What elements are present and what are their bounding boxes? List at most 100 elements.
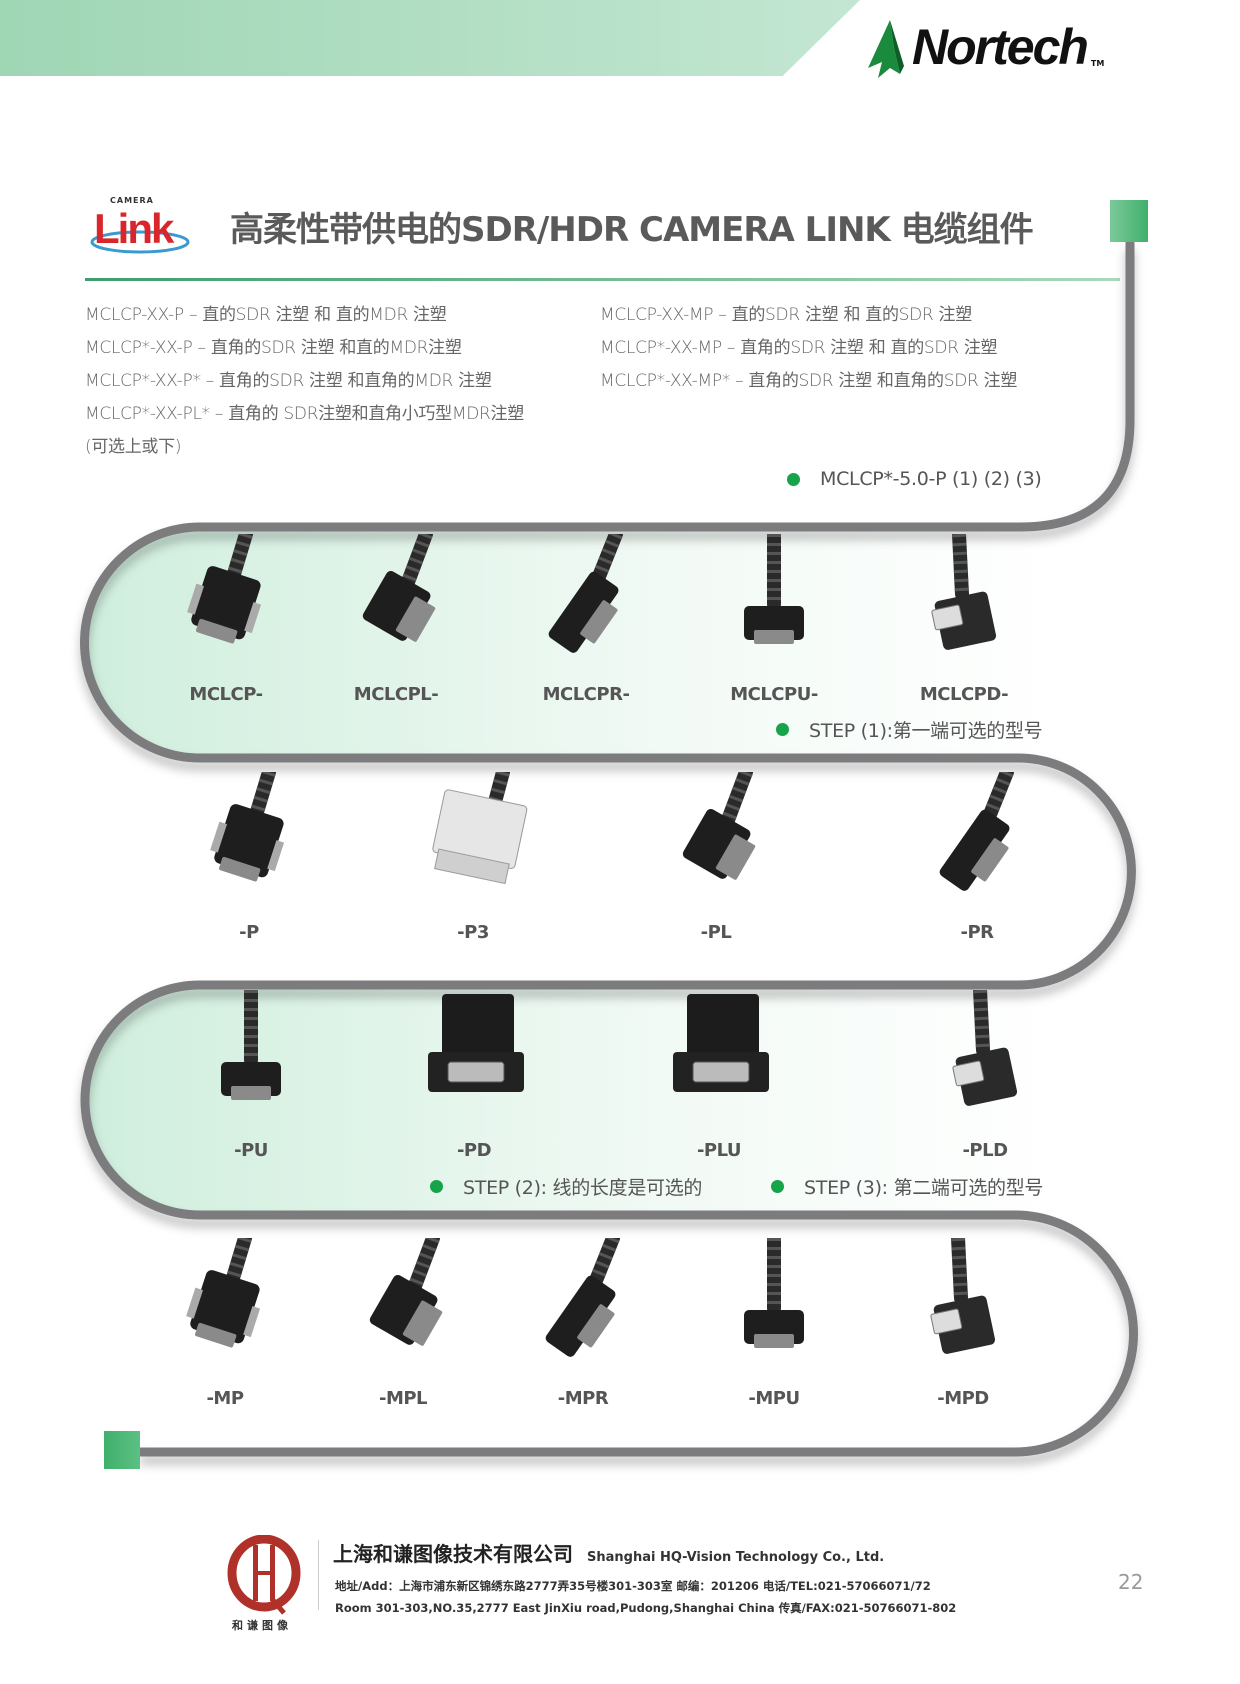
step2-text: STEP (2): 线的长度是可选的 xyxy=(463,1177,703,1199)
connector-icon xyxy=(952,983,1018,1106)
step2: STEP (2): 线的长度是可选的 xyxy=(430,1173,702,1200)
connector-icon xyxy=(930,1231,996,1354)
desc-left-2: MCLCP*-XX-P – 直角的SDR 注塑 和直的MDR注塑 xyxy=(85,338,462,358)
connector-image xyxy=(165,1231,285,1363)
connector-icon xyxy=(545,1231,620,1357)
connector-icon xyxy=(362,527,436,642)
connector-image xyxy=(925,983,1045,1115)
trademark: TM xyxy=(1090,59,1105,68)
desc-left-5: (可选上或下) xyxy=(85,437,182,457)
connector-label: MCLCPL- xyxy=(353,684,439,705)
example-text: MCLCP*-5.0-P (1) (2) (3) xyxy=(820,468,1042,490)
connector-image xyxy=(659,990,779,1115)
example-code: MCLCP*-5.0-P (1) (2) (3) xyxy=(787,468,1042,490)
connector-icon xyxy=(682,765,756,880)
connector-icon xyxy=(221,983,281,1100)
step1: STEP (1):第一端可选的型号 xyxy=(776,716,1043,743)
connector-label: -PLU xyxy=(696,1140,742,1161)
connector-image xyxy=(903,1231,1023,1363)
step1-text: STEP (1):第一端可选的型号 xyxy=(809,720,1043,742)
connector-icon xyxy=(432,765,528,885)
connector-label: -MPU xyxy=(748,1388,800,1409)
brand-name: Nortech xyxy=(912,19,1089,75)
header-band xyxy=(0,0,860,76)
desc-right-1: MCLCP-XX-MP – 直的SDR 注塑 和 直的SDR 注塑 xyxy=(600,305,972,325)
connector-image xyxy=(526,527,646,659)
camera-link-logo: CAMERA Link xyxy=(88,196,198,256)
connector-image xyxy=(904,527,1024,659)
step3-text: STEP (3): 第二端可选的型号 xyxy=(804,1177,1044,1199)
connector-icon xyxy=(428,994,524,1092)
title-rule xyxy=(85,278,1120,281)
page-title: 高柔性带供电的SDR/HDR CAMERA LINK 电缆组件 xyxy=(230,210,1034,250)
connector-image xyxy=(166,527,286,659)
desc-right-3: MCLCP*-XX-MP* – 直角的SDR 注塑 和直角的SDR 注塑 xyxy=(600,371,1018,391)
connector-label: MCLCP- xyxy=(189,684,263,705)
address-cn: 地址/Add：上海市浦东新区锦绣东路2777弄35号楼301-303室 邮编：2… xyxy=(335,1579,931,1593)
desc-left-3: MCLCP*-XX-P* – 直角的SDR 注塑 和直角的MDR 注塑 xyxy=(85,371,492,391)
connector-icon xyxy=(548,527,623,653)
hq-emblem-icon xyxy=(227,1534,301,1615)
connector-label: -PLD xyxy=(962,1140,1008,1161)
desc-left-4: MCLCP*-XX-PL* – 直角的 SDR注塑和直角小巧型MDR注塑 xyxy=(85,404,524,424)
swoosh-icon xyxy=(90,230,190,254)
connector-icon xyxy=(186,1231,261,1348)
band-row3 xyxy=(85,985,1060,1215)
connector-icon xyxy=(931,527,997,650)
connector-label: -PR xyxy=(960,922,994,943)
bullet-icon xyxy=(787,472,800,486)
company-name-en: Shanghai HQ-Vision Technology Co., Ltd. xyxy=(587,1550,885,1565)
connector-label: MCLCPD- xyxy=(919,684,1009,705)
connector-image xyxy=(413,765,533,897)
connector-icon xyxy=(673,994,769,1092)
hq-logo: 和谦图像 xyxy=(222,1534,312,1635)
connector-image xyxy=(917,765,1037,897)
page-number: 22 xyxy=(1118,1570,1144,1594)
hq-caption: 和谦图像 xyxy=(232,1619,292,1632)
connector-label: MCLCPU- xyxy=(730,684,818,705)
logo-small-text: CAMERA xyxy=(110,196,154,205)
company-name-cn: 上海和谦图像技术有限公司 xyxy=(333,1542,573,1566)
connector-label: -MPD xyxy=(937,1388,989,1409)
connector-icon xyxy=(210,765,285,882)
bullet-icon xyxy=(430,1180,443,1193)
connector-image xyxy=(656,765,776,897)
connector-image xyxy=(523,1231,643,1363)
connector-image xyxy=(191,983,311,1115)
connector-label: -MP xyxy=(206,1388,244,1409)
tree-icon xyxy=(868,20,904,78)
connector-label: -PD xyxy=(456,1140,492,1161)
bullet-icon xyxy=(776,723,789,736)
connector-icon xyxy=(744,1231,804,1348)
connector-icon xyxy=(939,765,1014,891)
logo-big-text: Link xyxy=(94,205,174,252)
connector-image xyxy=(714,527,834,659)
connector-icon xyxy=(744,527,804,644)
connector-label: -P xyxy=(239,922,259,943)
bullet-icon xyxy=(771,1180,784,1193)
connector-label: -PL xyxy=(700,922,732,943)
green-square-bottom xyxy=(104,1431,140,1469)
connector-label: -MPR xyxy=(557,1388,609,1409)
nortech-logo: Nortech TM xyxy=(860,18,1160,88)
desc-right-2: MCLCP*-XX-MP – 直角的SDR 注塑 和 直的SDR 注塑 xyxy=(600,338,998,358)
connector-image xyxy=(414,990,534,1115)
connector-label: -PU xyxy=(234,1140,268,1161)
footer-divider xyxy=(318,1540,319,1610)
green-square-top xyxy=(1110,200,1148,242)
track-line xyxy=(80,242,1138,1457)
connector-image xyxy=(343,1231,463,1363)
connector-image xyxy=(189,765,309,897)
brand-row: Nortech TM xyxy=(912,22,1104,72)
connector-label: -MPL xyxy=(378,1388,428,1409)
step3: STEP (3): 第二端可选的型号 xyxy=(771,1173,1043,1200)
connector-icon xyxy=(369,1231,443,1346)
address-en: Room 301-303,NO.35,2777 East JinXiu road… xyxy=(335,1601,957,1615)
company-row: 上海和谦图像技术有限公司 Shanghai HQ-Vision Technolo… xyxy=(333,1538,884,1567)
desc-left-1: MCLCP-XX-P – 直的SDR 注塑 和 直的MDR 注塑 xyxy=(85,305,447,325)
connector-image xyxy=(336,527,456,659)
connector-icon xyxy=(187,527,262,644)
connector-image xyxy=(714,1231,834,1363)
connector-label: -P3 xyxy=(457,922,489,943)
